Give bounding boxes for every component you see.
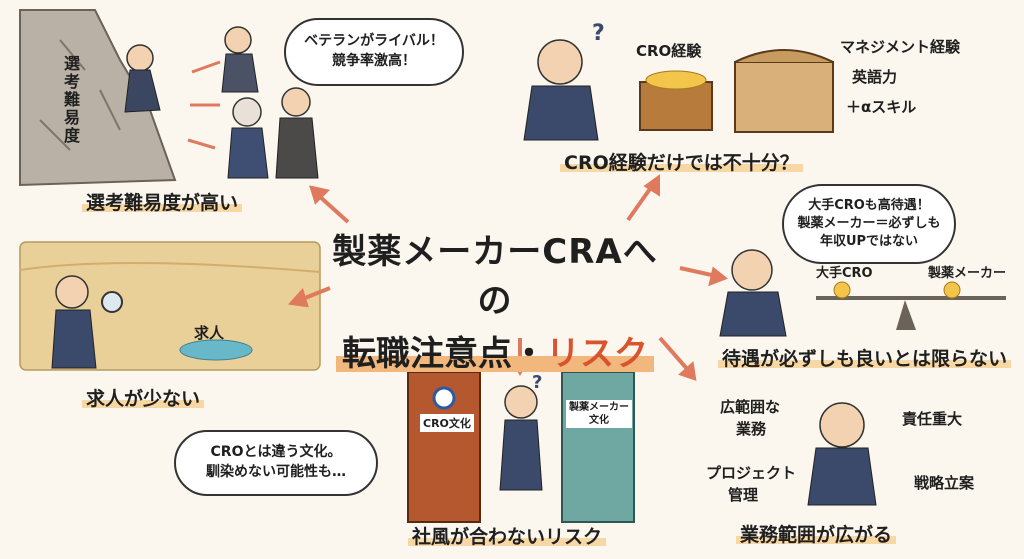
scope-caption: 業務範囲が広がる	[736, 520, 897, 547]
balance-scale	[816, 296, 1006, 300]
pharma-door-label-line-2: 文化	[589, 415, 609, 426]
main-title: 製薬メーカーCRAへの 転職注意点・リスク	[330, 224, 660, 375]
magnifier-icon	[101, 291, 123, 313]
scope-label-responsibility: 責任重大	[902, 410, 963, 428]
scope-label-work: 業務	[736, 420, 767, 438]
culture-bubble-line-2: 馴染めない可能性も…	[206, 464, 346, 480]
pay-bubble-line-2: 製薬メーカー＝必ずしも	[797, 215, 941, 231]
pay-bubble-line-1: 大手CROも高待遇！	[808, 197, 930, 213]
title-main: 転職注意点・	[342, 334, 546, 374]
title-line-1: 製薬メーカーCRAへの	[332, 232, 658, 321]
climber-figure	[126, 44, 154, 72]
pharma-culture-door	[561, 371, 635, 523]
question-mark-icon: ?	[592, 21, 605, 46]
door-person-figure	[504, 385, 538, 419]
pondering-person-figure	[731, 249, 773, 291]
scope-label-management: 管理	[728, 486, 759, 504]
scale-left-label: 大手CRO	[816, 266, 873, 281]
rival-figure-2	[232, 97, 262, 127]
rivals-bubble-line-1: ベテランがライバル！	[304, 33, 444, 50]
arrow-to-scope	[658, 336, 690, 372]
rival-figure-1	[224, 26, 252, 54]
arrow-to-pay	[679, 266, 717, 278]
rivals-bubble-line-2: 競争率激高！	[332, 53, 416, 69]
desert-scene	[19, 241, 321, 371]
arrow-to-cro-experience	[626, 184, 654, 222]
pay-speech-bubble: 大手CROも高待遇！ 製薬メーカー＝必ずしも 年収UPではない	[782, 184, 956, 264]
rival-figure-3	[281, 87, 311, 117]
pharma-door-label: 製薬メーカー 文化	[566, 400, 632, 428]
cro-experience-caption: CRO経験だけでは不十分？	[560, 148, 803, 175]
title-line-2: 転職注意点・リスク	[330, 326, 660, 375]
pay-bubble-line-3: 年収UPではない	[819, 234, 919, 250]
thinking-person-figure	[537, 39, 583, 85]
rivals-speech-bubble: ベテランがライバル！ 競争率激高！	[284, 18, 464, 86]
jobs-caption: 求人が少ない	[82, 384, 205, 411]
title-accent: リスク	[546, 334, 648, 374]
culture-bubble-line-1: CROとは違う文化。	[210, 444, 342, 461]
big-treasure-chest	[734, 61, 834, 133]
pharma-door-label-line-1: 製薬メーカー	[569, 402, 629, 413]
big-chest-label-3: ＋αスキル	[846, 98, 917, 116]
searching-person-figure	[55, 275, 89, 309]
small-chest-label: CRO経験	[636, 42, 702, 60]
cliff-label: 選考難易度	[61, 55, 80, 145]
oasis-label: 求人	[194, 324, 225, 342]
arrow-to-selection	[316, 193, 350, 224]
scale-right-label: 製薬メーカー	[928, 266, 1007, 281]
culture-speech-bubble: CROとは違う文化。 馴染めない可能性も…	[174, 430, 378, 496]
small-treasure-chest	[639, 81, 713, 131]
svg-text:?: ?	[532, 372, 542, 393]
big-chest-label-1: マネジメント経験	[840, 38, 961, 56]
culture-caption: 社風が合わないリスク	[408, 522, 607, 549]
big-chest-label-2: 英語力	[852, 68, 898, 86]
scope-label-project: プロジェクト	[706, 464, 797, 482]
pay-caption: 待遇が必ずしも良いとは限らない	[718, 344, 1012, 371]
scope-label-wide: 広範囲な	[720, 398, 781, 416]
cro-logo-icon	[432, 386, 456, 410]
overwhelmed-person-figure	[819, 402, 865, 448]
scope-label-strategy: 戦略立案	[914, 474, 975, 492]
selection-caption: 選考難易度が高い	[82, 188, 243, 215]
cro-door-label: CRO文化	[420, 414, 474, 432]
oasis-pond	[179, 339, 253, 361]
